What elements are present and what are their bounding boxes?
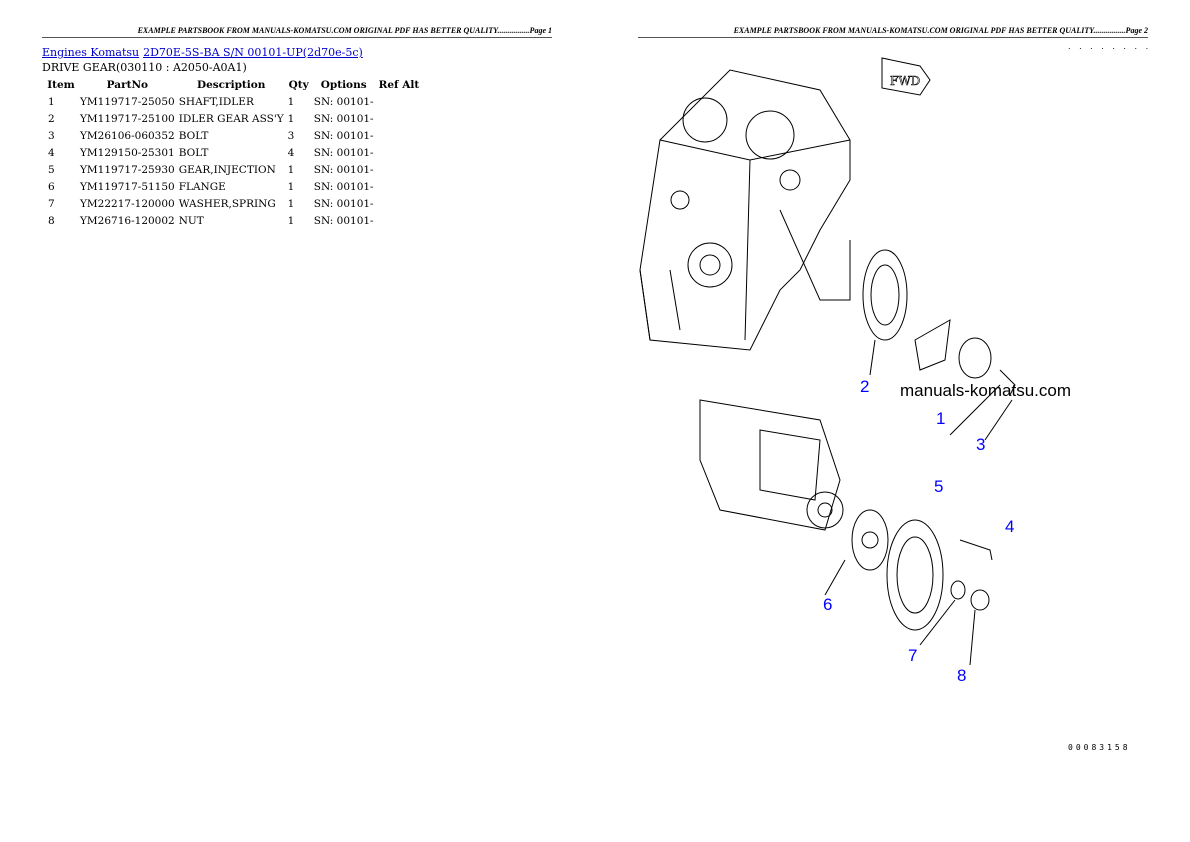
table-cell: YM26106-060352 xyxy=(80,129,175,142)
table-cell: WASHER,SPRING xyxy=(178,197,276,210)
table-cell: 1 xyxy=(287,163,295,176)
table-cell: IDLER GEAR ASS'Y xyxy=(178,112,284,125)
table-cell xyxy=(376,212,423,229)
column-header: Description xyxy=(196,79,266,91)
table-cell: 3 xyxy=(48,129,55,142)
table-cell: 7 xyxy=(48,197,55,210)
watermark: manuals-komatsu.com xyxy=(900,381,1072,400)
table-cell: 2 xyxy=(48,112,55,125)
table-cell: 1 xyxy=(287,112,295,125)
callout-5: 5 xyxy=(934,477,943,496)
table-cell: NUT xyxy=(178,214,204,227)
callout-2: 2 xyxy=(860,377,869,396)
table-cell: GEAR,INJECTION xyxy=(178,163,276,176)
table-cell xyxy=(376,110,423,127)
table-cell: YM26716-120002 xyxy=(80,214,175,227)
injection-pump-drawing xyxy=(699,399,844,531)
table-cell: 1 xyxy=(287,197,295,210)
table-cell: SN: 00101- xyxy=(313,112,374,125)
column-header: Ref Alt xyxy=(378,79,420,91)
table-cell: 8 xyxy=(48,214,55,227)
callout-3: 3 xyxy=(976,435,985,454)
table-cell: YM119717-25100 xyxy=(80,112,175,125)
table-cell: SN: 00101- xyxy=(313,95,374,108)
table-cell xyxy=(376,144,423,161)
table-cell: BOLT xyxy=(178,146,209,159)
table-cell: YM119717-25930 xyxy=(80,163,175,176)
exploded-parts-diagram: FWD 2 1 3 4 5 6 7 8 xyxy=(639,57,1016,685)
column-header: Options xyxy=(320,79,367,91)
table-cell: 1 xyxy=(287,180,295,193)
column-header: Qty xyxy=(288,79,309,91)
fwd-label: FWD xyxy=(890,74,920,88)
table-cell: YM22217-120000 xyxy=(80,197,175,210)
table-cell: SN: 00101- xyxy=(313,214,374,227)
column-header: PartNo xyxy=(106,79,149,91)
table-cell: SN: 00101- xyxy=(313,180,374,193)
table-cell: SN: 00101- xyxy=(313,163,374,176)
table-cell: FLANGE xyxy=(178,180,226,193)
table-cell: YM119717-51150 xyxy=(80,180,175,193)
table-cell: 5 xyxy=(48,163,55,176)
callout-6: 6 xyxy=(823,595,832,614)
table-cell xyxy=(376,178,423,195)
table-cell: 3 xyxy=(287,129,295,142)
table-cell xyxy=(376,127,423,144)
parts-table: Item PartNo Description Qty Options Ref Alt 1… xyxy=(44,77,422,229)
table-cell: 1 xyxy=(48,95,55,108)
table-cell: 6 xyxy=(48,180,55,193)
table-cell xyxy=(376,195,423,212)
table-cell: BOLT xyxy=(178,129,209,142)
callout-8: 8 xyxy=(957,666,966,685)
table-cell: SHAFT,IDLER xyxy=(178,95,254,108)
fwd-sign: FWD xyxy=(881,57,931,96)
table-cell xyxy=(376,161,423,178)
drawing-code: 00083158 xyxy=(1068,743,1131,752)
dotted-marks: . . . . . . . . xyxy=(1068,42,1152,51)
idler-gear-drawing xyxy=(862,249,1016,441)
link-model[interactable]: 2D70E-5S-BA S/N 00101-UP(2d70e-5c) xyxy=(143,46,363,59)
page-header-left: EXAMPLE PARTSBOOK FROM MANUALS-KOMATSU.C… xyxy=(42,26,552,38)
table-cell: 1 xyxy=(287,95,295,108)
table-cell: 1 xyxy=(287,214,295,227)
table-cell: 4 xyxy=(287,146,295,159)
table-cell: SN: 00101- xyxy=(313,129,374,142)
column-header: Item xyxy=(47,79,75,91)
table-cell: YM129150-25301 xyxy=(80,146,175,159)
engine-block-drawing xyxy=(639,69,851,351)
table-cell: SN: 00101- xyxy=(313,146,374,159)
callout-4: 4 xyxy=(1005,517,1014,536)
injection-gear-drawing xyxy=(824,509,993,666)
callout-7: 7 xyxy=(908,646,917,665)
table-cell: 4 xyxy=(48,146,55,159)
page-subtitle: DRIVE GEAR(030110 : A2050-A0A1) xyxy=(42,61,247,74)
table-cell xyxy=(376,93,423,110)
table-cell: YM119717-25050 xyxy=(80,95,175,108)
page-header-right: EXAMPLE PARTSBOOK FROM MANUALS-KOMATSU.C… xyxy=(638,26,1148,38)
table-cell: SN: 00101- xyxy=(313,197,374,210)
link-engines-komatsu[interactable]: Engines Komatsu xyxy=(42,46,140,59)
callout-1: 1 xyxy=(936,409,945,428)
